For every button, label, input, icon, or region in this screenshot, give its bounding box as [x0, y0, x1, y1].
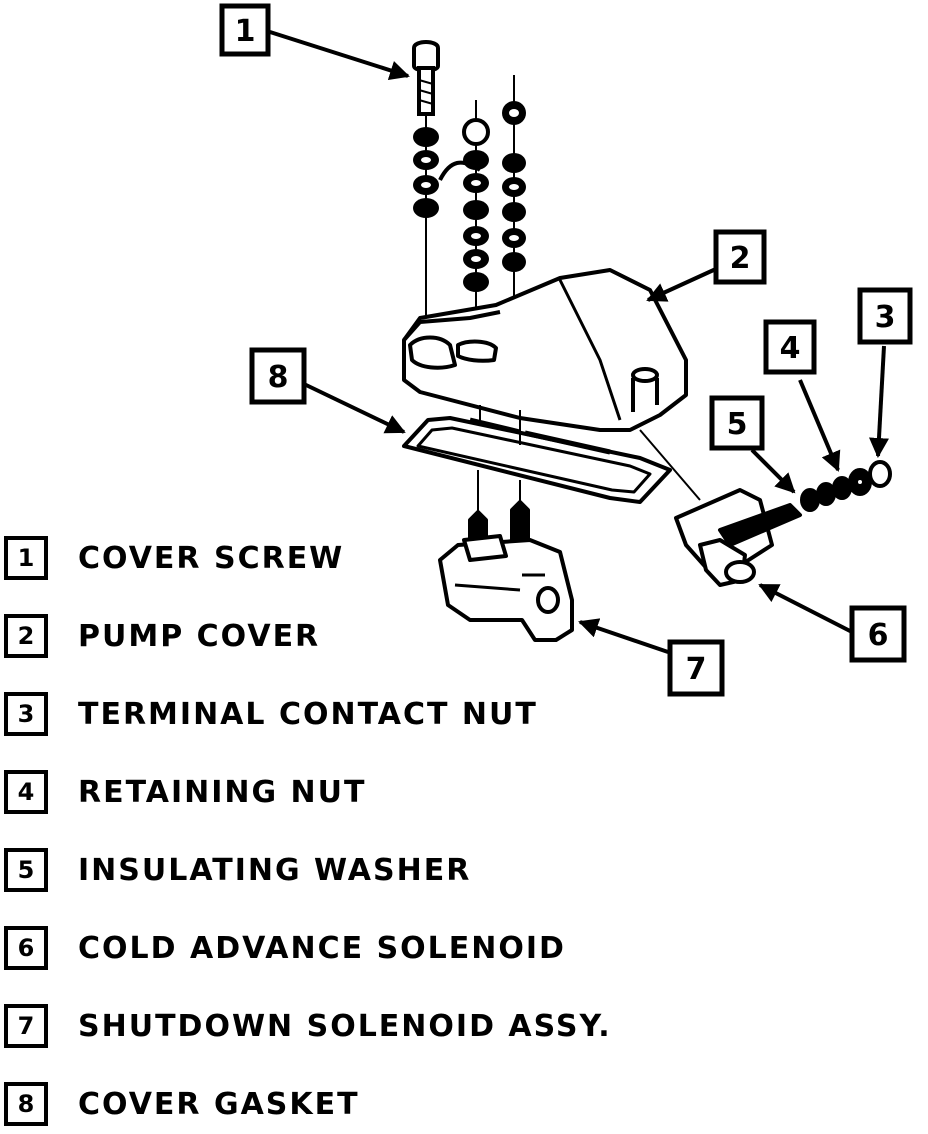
leader-arrow-5 — [750, 448, 796, 494]
callout-8-number: 8 — [268, 360, 289, 395]
washer-stack-right — [502, 75, 526, 310]
callout-4-number: 4 — [780, 331, 801, 366]
washer-stack-middle — [438, 100, 490, 345]
callout-5: 5 — [709, 395, 765, 451]
callout-4: 4 — [763, 319, 817, 375]
callout-6: 6 — [849, 605, 907, 663]
callout-7: 7 — [667, 639, 725, 697]
leader-arrow-8 — [303, 382, 406, 434]
leader-arrow-2 — [646, 266, 719, 302]
callout-1: 1 — [219, 3, 271, 57]
callout-2: 2 — [713, 229, 767, 285]
callout-8: 8 — [249, 347, 307, 405]
leader-arrow-1 — [269, 30, 410, 81]
callout-1-number: 1 — [235, 14, 256, 49]
cover-gasket-part — [402, 416, 672, 504]
callout-2-number: 2 — [730, 241, 751, 276]
leader-arrow-6 — [758, 583, 853, 634]
callout-5-number: 5 — [727, 407, 748, 442]
leader-arrow-3 — [868, 345, 889, 458]
washer-stack-left — [413, 112, 439, 345]
shutdown-solenoid-part — [438, 500, 574, 642]
cover-screw-part — [412, 40, 440, 116]
callout-3: 3 — [857, 287, 913, 345]
callout-6-number: 6 — [868, 618, 889, 653]
callout-3-number: 3 — [875, 300, 896, 335]
leader-arrow-4 — [798, 379, 841, 472]
callout-7-number: 7 — [686, 652, 707, 687]
leader-arrow-7 — [578, 618, 669, 654]
leader-arrows — [269, 30, 889, 654]
pump-cover-part — [402, 268, 688, 432]
cold-advance-solenoid-part — [639, 429, 892, 587]
